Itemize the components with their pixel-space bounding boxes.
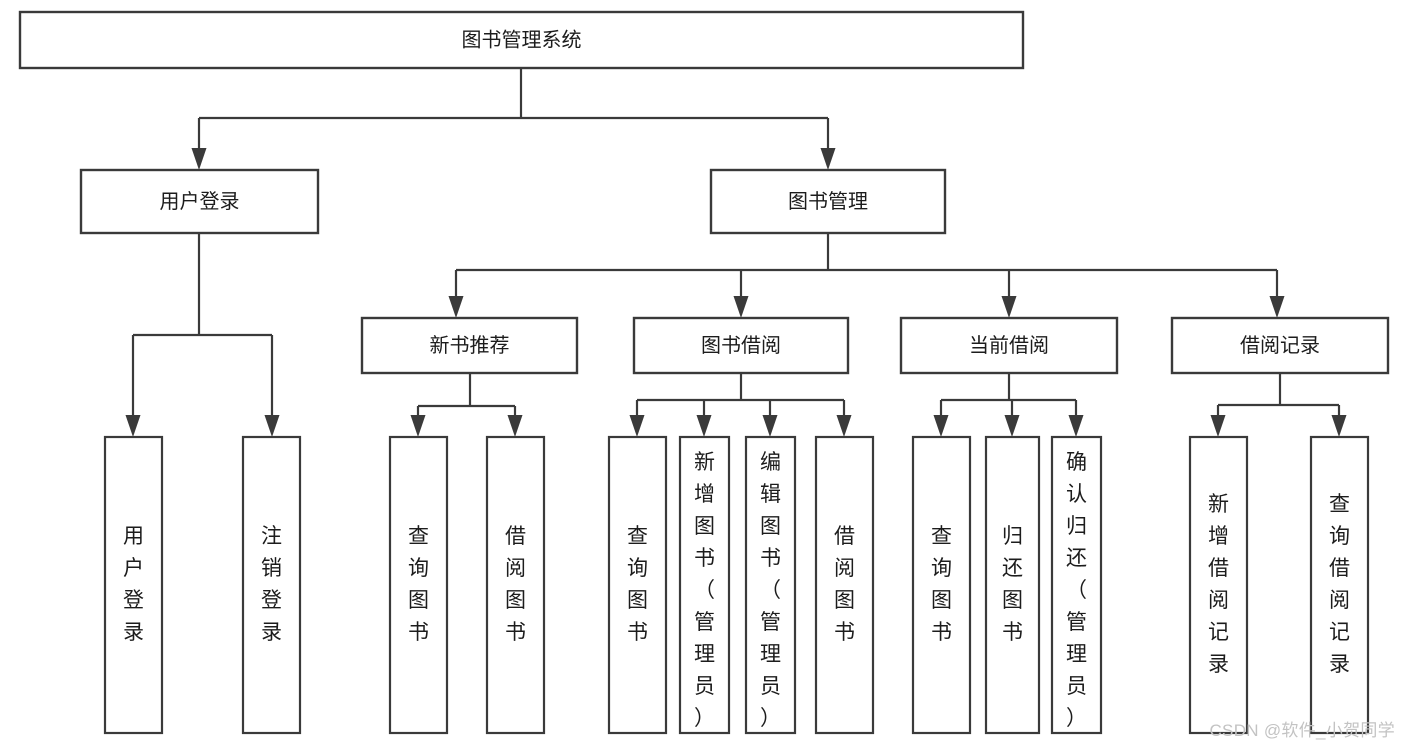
group-2-drop-1-arrowhead bbox=[1004, 415, 1020, 437]
book-mgmt-drop-2-arrowhead bbox=[1001, 296, 1017, 318]
node-leaf-query-book-current-label: 查询图书 bbox=[931, 525, 952, 644]
node-new-book-recommend-box[interactable] bbox=[360, 316, 579, 375]
node-leaf-logout-label: 注销登录 bbox=[261, 525, 282, 644]
node-leaf-add-borrow-record-box[interactable] bbox=[1188, 435, 1249, 735]
book-mgmt-drop-3-arrowhead bbox=[1269, 296, 1285, 318]
node-borrow-record-box[interactable] bbox=[1170, 316, 1390, 375]
node-leaf-return-book[interactable]: 归还图书 bbox=[984, 435, 1041, 735]
node-leaf-edit-book-admin-box[interactable] bbox=[744, 435, 797, 735]
node-leaf-add-book-admin[interactable]: 新增图书（管理员） bbox=[678, 435, 731, 735]
book-mgmt-drop-0-arrowhead bbox=[448, 296, 464, 318]
user-login-drop-0-arrowhead bbox=[125, 415, 141, 437]
node-new-book-recommend[interactable]: 新书推荐 bbox=[360, 316, 579, 375]
node-leaf-user-login-box[interactable] bbox=[103, 435, 164, 735]
node-leaf-return-book-label: 归还图书 bbox=[1002, 525, 1023, 644]
node-leaf-borrow-book-recommend-box[interactable] bbox=[485, 435, 546, 735]
node-leaf-return-book-box[interactable] bbox=[984, 435, 1041, 735]
node-leaf-query-book-borrow[interactable]: 查询图书 bbox=[607, 435, 668, 735]
csdn-watermark: CSDN @软件_小贺同学 bbox=[1209, 721, 1395, 740]
node-leaf-confirm-return-admin[interactable]: 确认归还（管理员） bbox=[1050, 435, 1103, 735]
group-0-drop-1-arrowhead bbox=[507, 415, 523, 437]
node-leaf-query-borrow-record-label: 查询借阅记录 bbox=[1329, 493, 1350, 676]
node-leaf-confirm-return-admin-label: 确认归还（管理员） bbox=[1066, 451, 1087, 730]
node-layer: 图书管理系统用户登录图书管理新书推荐图书借阅当前借阅借阅记录用户登录注销登录查询… bbox=[18, 10, 1390, 735]
node-book-management-box[interactable] bbox=[709, 168, 947, 235]
group-1-drop-1-arrowhead bbox=[696, 415, 712, 437]
node-book-management-label: 图书管理 bbox=[788, 190, 868, 213]
group-0-drop-0-arrowhead bbox=[410, 415, 426, 437]
node-book-borrow-label: 图书借阅 bbox=[701, 334, 781, 357]
node-root[interactable]: 图书管理系统 bbox=[18, 10, 1025, 70]
root-drop-1-arrowhead bbox=[820, 148, 836, 170]
node-leaf-logout-box[interactable] bbox=[241, 435, 302, 735]
group-2-drop-0-arrowhead bbox=[933, 415, 949, 437]
node-new-book-recommend-label: 新书推荐 bbox=[430, 334, 510, 357]
group-3-drop-0-arrowhead bbox=[1210, 415, 1226, 437]
node-current-borrow-label: 当前借阅 bbox=[969, 334, 1049, 357]
node-leaf-add-borrow-record-label: 新增借阅记录 bbox=[1208, 493, 1229, 676]
node-leaf-user-login-label: 用户登录 bbox=[123, 525, 144, 644]
node-book-borrow-box[interactable] bbox=[632, 316, 850, 375]
node-leaf-logout[interactable]: 注销登录 bbox=[241, 435, 302, 735]
node-current-borrow-box[interactable] bbox=[899, 316, 1119, 375]
node-leaf-user-login[interactable]: 用户登录 bbox=[103, 435, 164, 735]
node-leaf-edit-book-admin-label: 编辑图书（管理员） bbox=[760, 451, 781, 730]
group-1-drop-0-arrowhead bbox=[629, 415, 645, 437]
user-login-drop-1-arrowhead bbox=[264, 415, 280, 437]
node-leaf-borrow-book-recommend[interactable]: 借阅图书 bbox=[485, 435, 546, 735]
node-leaf-query-book-current[interactable]: 查询图书 bbox=[911, 435, 972, 735]
node-leaf-add-book-admin-box[interactable] bbox=[678, 435, 731, 735]
root-drop-0-arrowhead bbox=[191, 148, 207, 170]
node-leaf-confirm-return-admin-box[interactable] bbox=[1050, 435, 1103, 735]
group-1-drop-3-arrowhead bbox=[836, 415, 852, 437]
node-user-login-box[interactable] bbox=[79, 168, 320, 235]
node-root-label: 图书管理系统 bbox=[462, 28, 582, 51]
node-leaf-edit-book-admin[interactable]: 编辑图书（管理员） bbox=[744, 435, 797, 735]
node-leaf-borrow-book-recommend-label: 借阅图书 bbox=[505, 525, 526, 644]
node-leaf-add-book-admin-label: 新增图书（管理员） bbox=[694, 451, 715, 730]
node-leaf-query-borrow-record[interactable]: 查询借阅记录 bbox=[1309, 435, 1370, 735]
node-root-box[interactable] bbox=[18, 10, 1025, 70]
node-leaf-query-book-recommend[interactable]: 查询图书 bbox=[388, 435, 449, 735]
node-leaf-query-book-borrow-label: 查询图书 bbox=[627, 525, 648, 644]
node-book-borrow[interactable]: 图书借阅 bbox=[632, 316, 850, 375]
group-2-drop-2-arrowhead bbox=[1068, 415, 1084, 437]
node-leaf-query-borrow-record-box[interactable] bbox=[1309, 435, 1370, 735]
node-user-login[interactable]: 用户登录 bbox=[79, 168, 320, 235]
node-book-management[interactable]: 图书管理 bbox=[709, 168, 947, 235]
node-leaf-add-borrow-record[interactable]: 新增借阅记录 bbox=[1188, 435, 1249, 735]
node-leaf-borrow-book-box[interactable] bbox=[814, 435, 875, 735]
node-leaf-query-book-current-box[interactable] bbox=[911, 435, 972, 735]
node-leaf-borrow-book[interactable]: 借阅图书 bbox=[814, 435, 875, 735]
node-borrow-record[interactable]: 借阅记录 bbox=[1170, 316, 1390, 375]
node-current-borrow[interactable]: 当前借阅 bbox=[899, 316, 1119, 375]
group-3-drop-1-arrowhead bbox=[1331, 415, 1347, 437]
group-1-drop-2-arrowhead bbox=[762, 415, 778, 437]
node-user-login-label: 用户登录 bbox=[160, 190, 240, 213]
book-mgmt-drop-1-arrowhead bbox=[733, 296, 749, 318]
connector-layer bbox=[125, 68, 1347, 437]
node-leaf-query-book-recommend-box[interactable] bbox=[388, 435, 449, 735]
node-borrow-record-label: 借阅记录 bbox=[1240, 334, 1320, 357]
node-leaf-query-book-recommend-label: 查询图书 bbox=[408, 525, 429, 644]
node-leaf-borrow-book-label: 借阅图书 bbox=[834, 525, 855, 644]
node-leaf-query-book-borrow-box[interactable] bbox=[607, 435, 668, 735]
